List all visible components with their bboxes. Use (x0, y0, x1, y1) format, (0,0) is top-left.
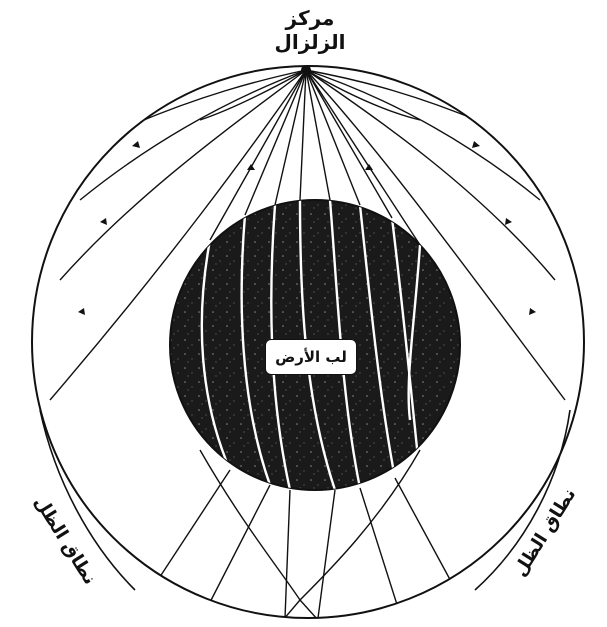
core-label: لب الأرض (265, 339, 357, 375)
epicenter-label: مركز الزلزال (250, 6, 370, 54)
epicenter-point (301, 65, 311, 75)
